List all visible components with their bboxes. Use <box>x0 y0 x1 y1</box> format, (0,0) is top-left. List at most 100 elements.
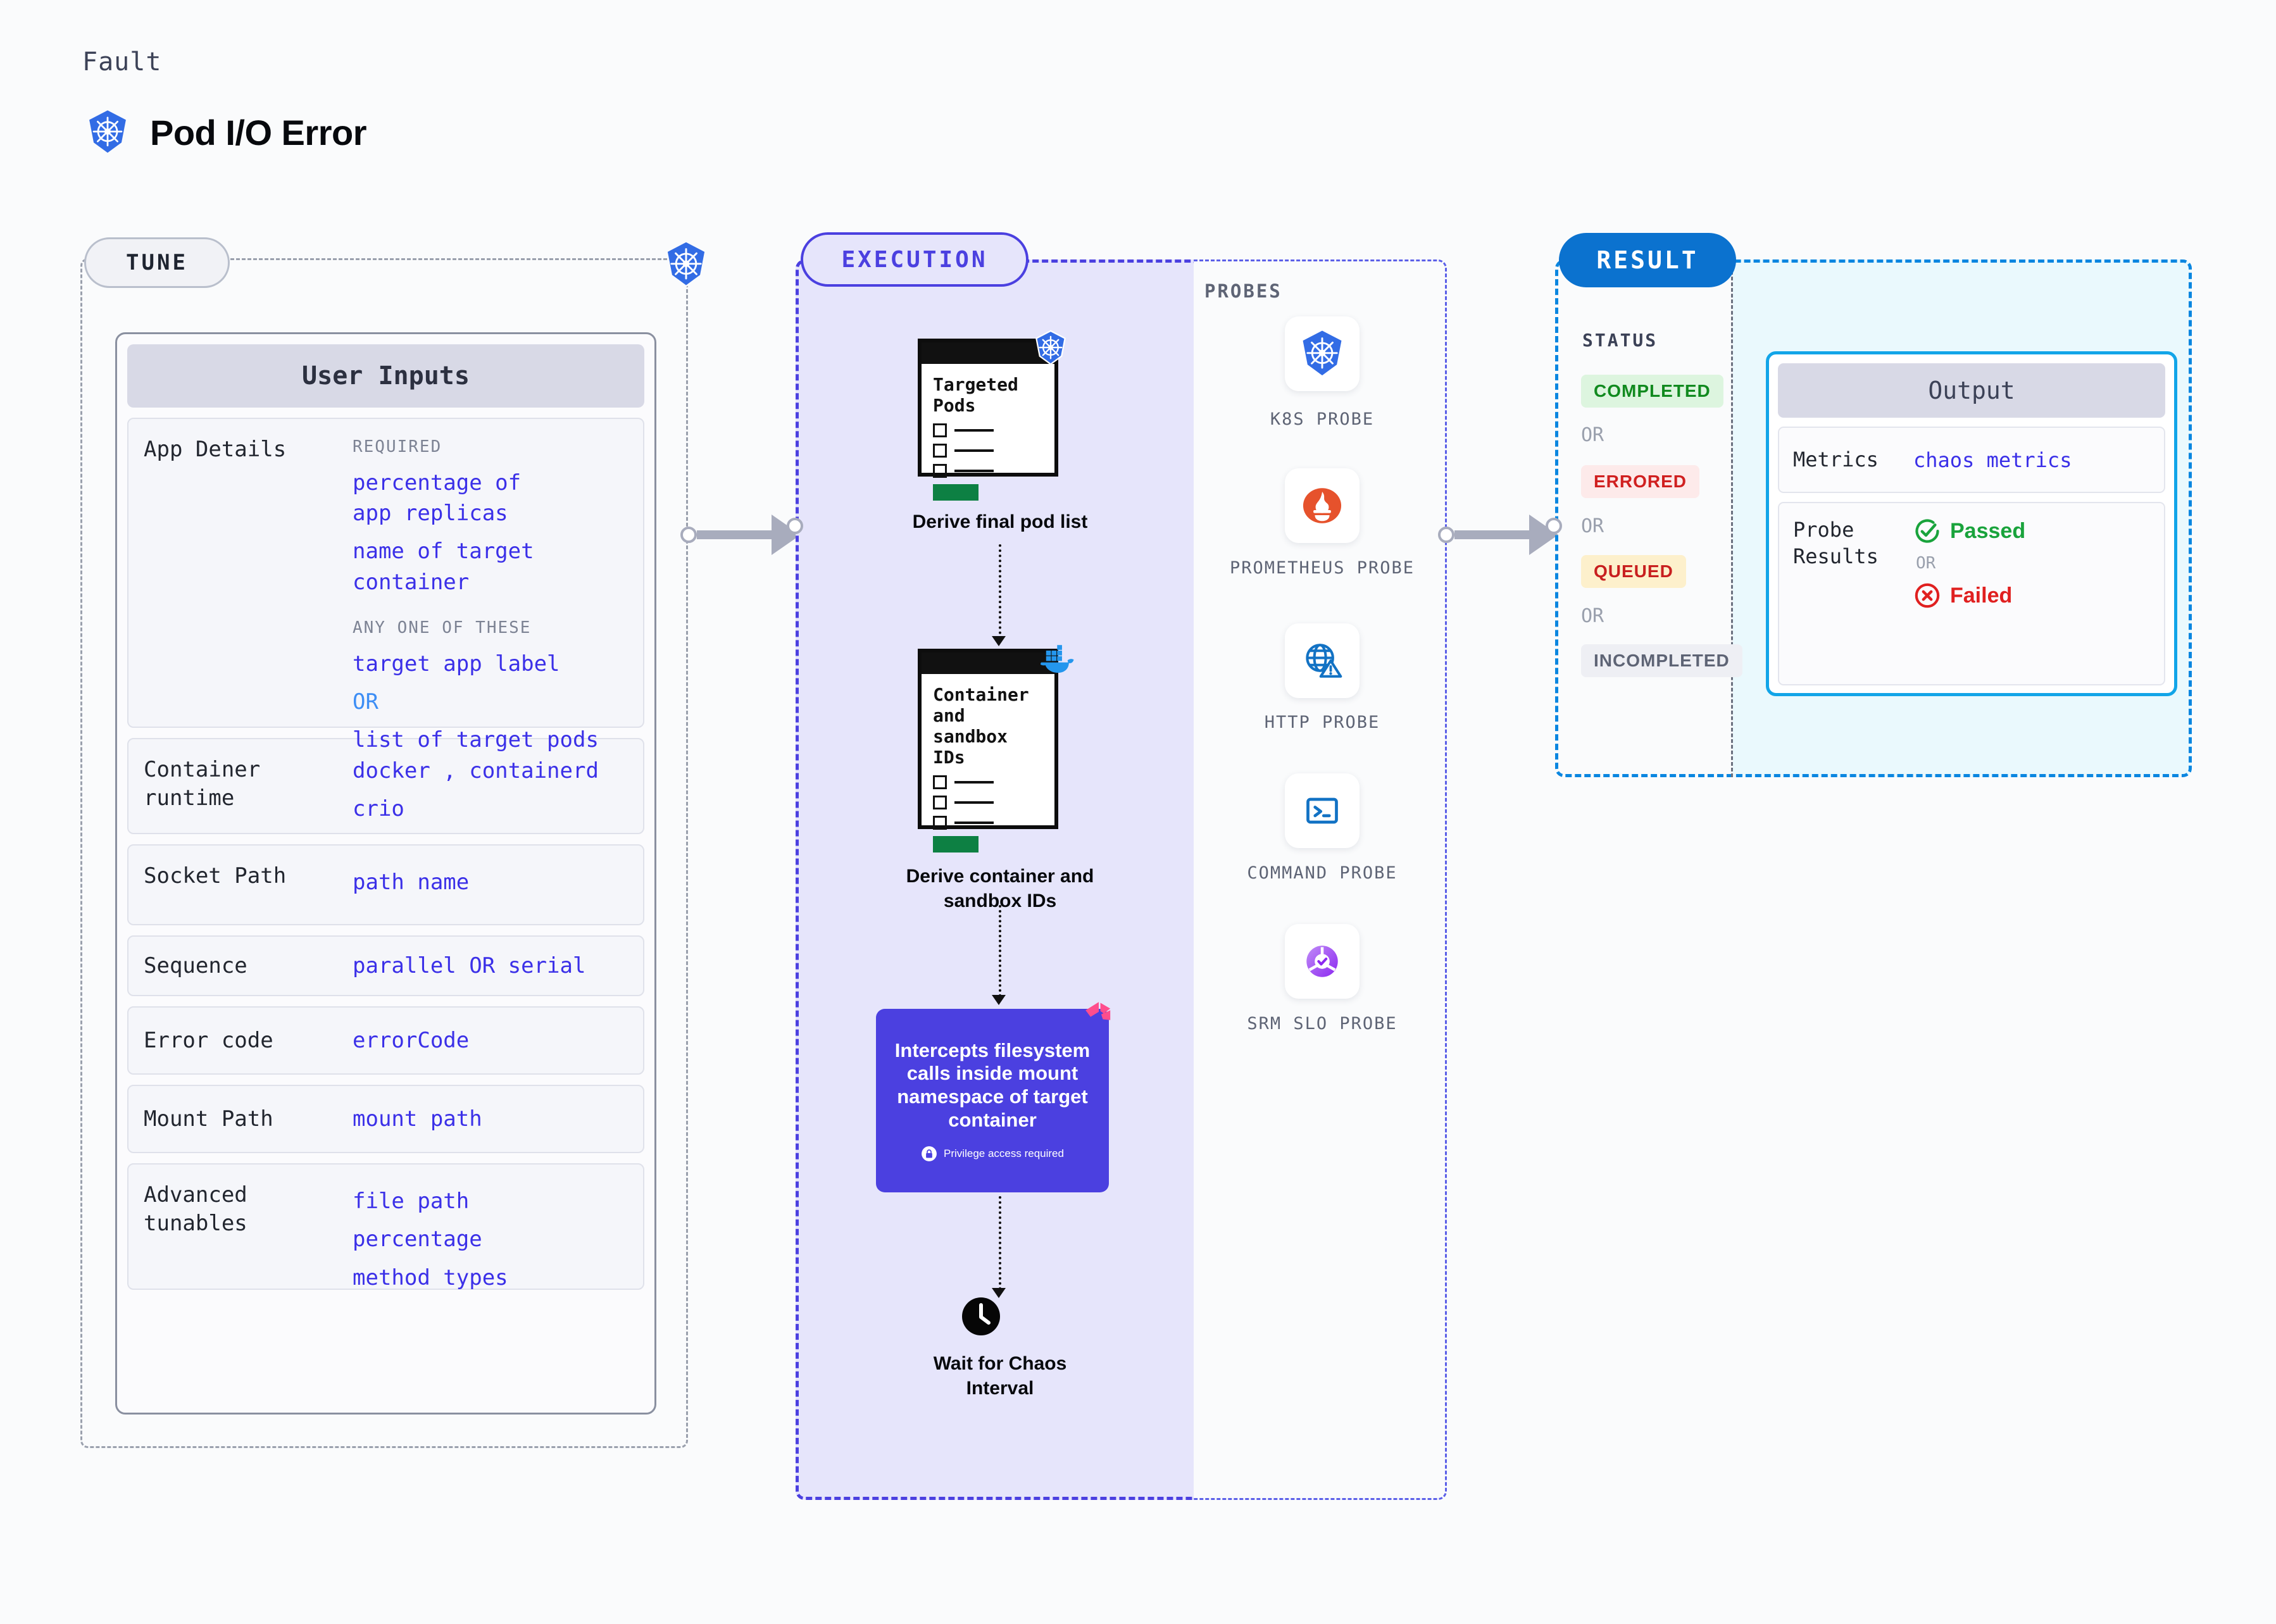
docker-icon <box>1041 645 1074 673</box>
param-value: name of target container <box>353 539 534 595</box>
line-placeholder <box>954 821 994 825</box>
param-value: errorCode <box>353 1027 470 1053</box>
output-key: Metrics <box>1793 447 1879 472</box>
targeted-pods-card: Targeted Pods <box>918 339 1058 501</box>
probe-label-srm-slo: SRM SLO PROBE <box>1247 1014 1397 1034</box>
checkbox-icon <box>933 423 947 438</box>
line-placeholder <box>954 449 994 453</box>
probes-region <box>1194 259 1447 1500</box>
list-item <box>933 775 1043 790</box>
connector-execution-result <box>1438 515 1558 555</box>
param-value: method types <box>353 1265 508 1290</box>
param-key: Advanced tunables <box>144 1182 247 1236</box>
privilege-note-text: Privilege access required <box>944 1147 1064 1160</box>
flow-arrow-line <box>999 905 1001 997</box>
param-row-socket-path: Socket Path path name <box>127 844 644 925</box>
output-key: Probe Results <box>1793 518 1879 568</box>
litmus-icon <box>1085 1002 1111 1020</box>
param-value: crio <box>353 796 404 822</box>
connector-tune-execution <box>680 515 801 555</box>
connector-dot <box>1546 518 1562 534</box>
param-row-error-code: Error code errorCode <box>127 1006 644 1075</box>
line-placeholder <box>954 429 994 432</box>
terminal-icon <box>1306 797 1338 824</box>
param-row-container-runtime: Container runtime docker , containerd cr… <box>127 738 644 834</box>
status-separator: OR <box>1581 605 1604 627</box>
param-key: Error code <box>144 1027 273 1053</box>
line-placeholder <box>954 781 994 784</box>
result-status-column <box>1555 259 1733 777</box>
param-value: file path <box>353 1189 470 1214</box>
execution-pill[interactable]: EXECUTION <box>801 232 1029 287</box>
param-value: docker , containerd <box>353 758 599 784</box>
probe-tile-k8s[interactable] <box>1285 316 1360 391</box>
card-title: Targeted Pods <box>933 374 1018 416</box>
tune-pill[interactable]: TUNE <box>84 237 230 288</box>
action-box-intercepts: Intercepts filesystem calls inside mount… <box>876 1009 1109 1192</box>
lock-icon <box>922 1146 937 1162</box>
privilege-note: Privilege access required <box>921 1146 1064 1162</box>
param-values: path name <box>353 862 628 908</box>
checkbox-icon <box>933 775 947 790</box>
fault-title-row: Pod I/O Error <box>84 106 367 158</box>
card-title: Container and sandbox IDs <box>933 684 1029 768</box>
flow-arrow-line <box>999 544 1001 639</box>
param-row-mount-path: Mount Path mount path <box>127 1085 644 1153</box>
probe-tile-http[interactable] <box>1285 623 1360 698</box>
user-inputs-title: User Inputs <box>127 344 644 408</box>
checkbox-icon <box>933 816 947 830</box>
status-badge-errored: ERRORED <box>1581 465 1700 498</box>
param-key: App Details <box>144 437 287 462</box>
container-sandbox-card: Container and sandbox IDs <box>918 649 1058 853</box>
probes-label: PROBES <box>1204 280 1282 302</box>
param-values: parallel OR serial <box>353 951 628 981</box>
probe-results-values: Passed OR Failed <box>1913 517 2150 670</box>
list-item <box>933 423 1043 438</box>
kubernetes-icon <box>1035 330 1066 365</box>
probe-tile-prometheus[interactable] <box>1285 468 1360 543</box>
probe-result-passed: Passed <box>1913 517 2150 545</box>
flow-arrow-head <box>992 636 1006 646</box>
node-caption-derive-pod-list: Derive final pod list <box>912 511 1088 532</box>
fault-kicker: Fault <box>82 47 162 77</box>
card-body: Targeted Pods <box>922 364 1054 508</box>
probe-tile-srm-slo[interactable] <box>1285 924 1360 999</box>
param-value: list of target pods <box>353 727 599 753</box>
flow-arrow-head <box>992 1288 1006 1298</box>
param-values: REQUIRED percentage of app replicas name… <box>353 435 628 753</box>
probe-label-prometheus: PROMETHEUS PROBE <box>1229 558 1415 578</box>
param-row-advanced-tunables: Advanced tunables file path percentage m… <box>127 1163 644 1290</box>
connector-bar <box>1454 530 1529 539</box>
param-value: mount path <box>353 1106 482 1132</box>
probe-tile-command[interactable] <box>1285 773 1360 848</box>
kubernetes-icon <box>666 240 706 287</box>
card-titlebar <box>922 342 1054 364</box>
output-row-probe-results: Probe Results Passed OR Failed <box>1778 502 2165 685</box>
result-pill[interactable]: RESULT <box>1559 233 1736 287</box>
checkbox-icon <box>933 464 947 478</box>
probe-label-command: COMMAND PROBE <box>1247 863 1397 883</box>
param-value: percentage <box>353 1227 482 1252</box>
prometheus-icon <box>1303 488 1342 523</box>
output-value: chaos metrics <box>1913 447 2072 472</box>
x-circle-icon <box>1915 583 1940 608</box>
list-item <box>933 464 1043 478</box>
output-row-metrics: Metrics chaos metrics <box>1778 427 2165 493</box>
param-value: parallel OR serial <box>353 953 586 978</box>
page-title: Pod I/O Error <box>150 112 367 153</box>
card-checklist <box>933 423 1043 478</box>
param-values: file path percentage method types <box>353 1181 628 1290</box>
status-badge-queued: QUEUED <box>1581 555 1686 588</box>
user-inputs-card: User Inputs App Details REQUIRED percent… <box>115 332 656 1415</box>
param-key: Mount Path <box>144 1106 273 1132</box>
probe-label-k8s: K8S PROBE <box>1270 409 1375 429</box>
param-row-sequence: Sequence parallel OR serial <box>127 935 644 996</box>
connector-dot <box>1438 527 1454 543</box>
status-label: STATUS <box>1582 330 1658 351</box>
connector-bar <box>697 530 772 539</box>
kubernetes-icon <box>1303 330 1342 376</box>
progress-bar <box>933 836 979 853</box>
probe-result-failed-label: Failed <box>1950 583 2013 608</box>
card-titlebar <box>922 653 1054 674</box>
connector-dot <box>680 527 697 543</box>
